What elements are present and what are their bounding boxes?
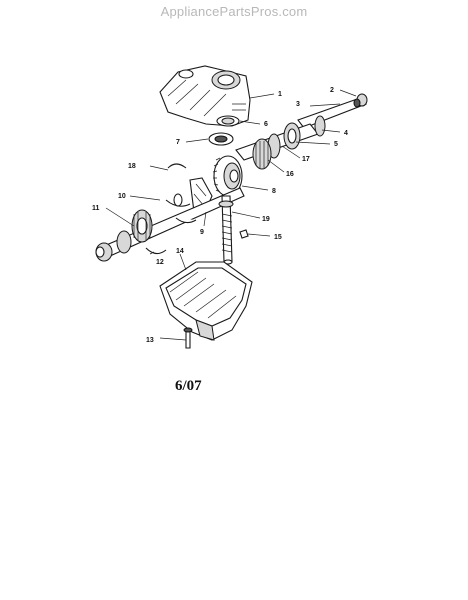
callout-10: 10 — [118, 193, 126, 200]
callout-2: 2 — [330, 87, 334, 94]
worm-shaft[interactable] — [218, 195, 234, 265]
retaining-ring-12[interactable] — [145, 217, 197, 255]
callout-6: 6 — [264, 121, 268, 128]
callout-11: 11 — [92, 205, 100, 212]
right-gear-cluster[interactable] — [235, 115, 326, 170]
leader-lines — [105, 89, 357, 341]
bearing-7[interactable] — [208, 132, 234, 146]
large-gear[interactable] — [212, 155, 243, 197]
watermark: AppliancePartsPros.com — [160, 4, 308, 19]
bearing-6[interactable] — [216, 115, 240, 127]
input-shaft[interactable] — [297, 93, 368, 129]
callout-3: 3 — [296, 101, 300, 108]
callout-4: 4 — [344, 130, 348, 137]
callout-5: 5 — [334, 141, 338, 148]
callout-labels: 1 2 3 4 5 6 7 8 9 10 11 12 13 14 15 16 1… — [92, 87, 348, 344]
key-15[interactable] — [239, 229, 249, 239]
date-code: 6/07 — [175, 378, 202, 394]
callout-17: 17 — [302, 156, 310, 163]
callout-15: 15 — [274, 234, 282, 241]
bolt[interactable] — [183, 327, 193, 349]
callout-1: 1 — [278, 91, 282, 98]
callout-14: 14 — [176, 248, 184, 255]
upper-housing[interactable] — [159, 65, 251, 127]
callout-8: 8 — [272, 188, 276, 195]
callout-12: 12 — [156, 259, 164, 266]
callout-19: 19 — [262, 216, 270, 223]
lower-housing[interactable] — [159, 261, 253, 341]
callout-9: 9 — [200, 229, 204, 236]
callout-7: 7 — [176, 139, 180, 146]
callout-18: 18 — [128, 163, 136, 170]
callout-13: 13 — [146, 337, 154, 344]
callout-16: 16 — [286, 171, 294, 178]
output-shaft[interactable] — [95, 187, 245, 262]
